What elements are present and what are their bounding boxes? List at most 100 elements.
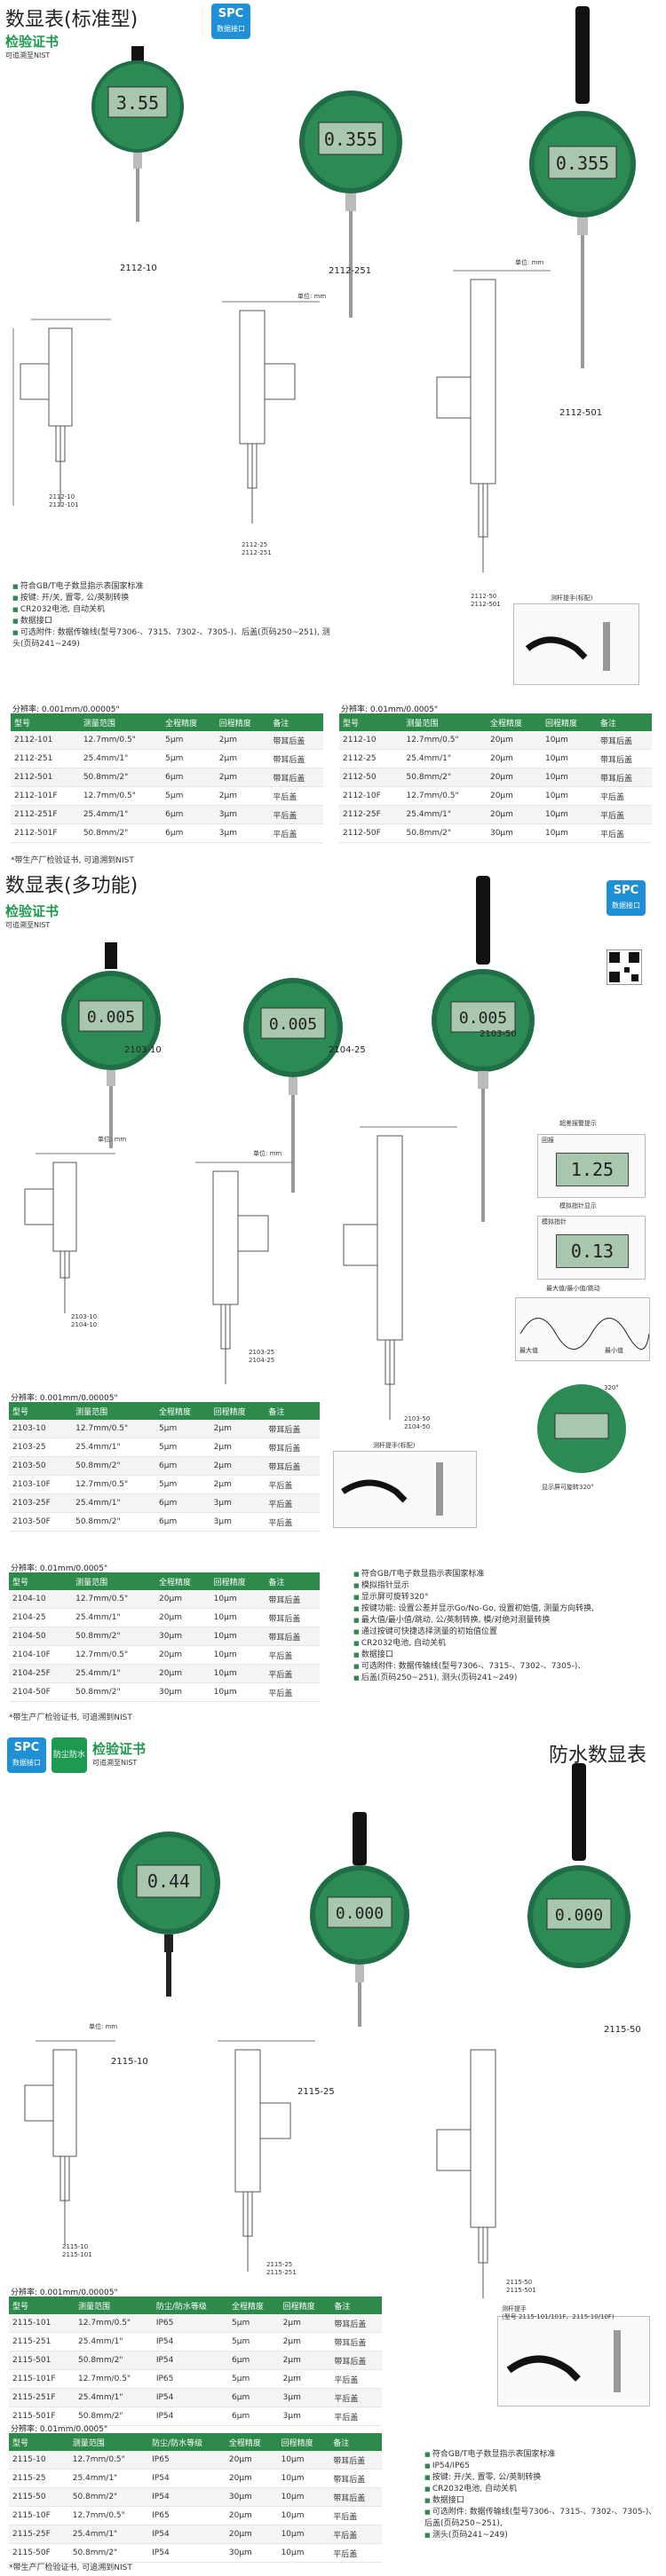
feature-item: 最大值/最小值/跳动, 公/英制转换, 模/对绝对测量转换 <box>353 1615 660 1627</box>
model-caption: 2115-10 <box>111 2057 148 2067</box>
lcd-reading: 0.000 <box>336 1904 384 1923</box>
drawing-2112-25 <box>222 301 320 524</box>
panel-label: 最大值 <box>519 1347 538 1354</box>
model-caption: 2112-501 <box>559 408 603 418</box>
feature-item: 符合GB/T电子数显指示表国家标准 <box>12 581 332 593</box>
col-header: 型号 <box>11 713 80 731</box>
spc-sub: 数据接口 <box>217 25 245 33</box>
lcd-reading: 1.25 <box>556 1153 629 1186</box>
table-cell: 50.8mm/2" <box>75 2407 153 2426</box>
gauge-2104-25: 0.005 <box>243 978 343 1193</box>
col-header: 回程精度 <box>541 713 597 731</box>
panel-title: 模拟指针显示 <box>559 1202 597 1209</box>
table-cell: 25.4mm/1" <box>72 1664 156 1683</box>
table-cell: 5μm <box>228 2332 280 2351</box>
lift-lever-image <box>497 2316 650 2407</box>
table-cell: 带耳后盖 <box>329 2487 382 2507</box>
col-header: 回程精度 <box>279 2296 331 2314</box>
table-cell: 带耳后盖 <box>265 1456 320 1476</box>
drawing-2115-50 <box>436 2049 496 2298</box>
table-cell: 带耳后盖 <box>265 1627 320 1646</box>
table-cell: 50.8mm/2" <box>402 768 487 787</box>
feature-item: 数据接口 <box>12 616 332 627</box>
drawing-caption: 2115-10 2115-101 <box>62 2243 92 2258</box>
col-header: 测量范围 <box>75 2296 153 2314</box>
drawing-caption: 2112-10 2112-101 <box>49 493 79 508</box>
table-cell: 12.7mm/0.5" <box>72 1475 156 1494</box>
table-cell: 2115-10F <box>9 2506 69 2525</box>
table-cell: 3μm <box>210 1512 266 1532</box>
feature-item: 按键功能: 设置公差并显示Go/No-Go, 设置初始值, 测量方向转换, <box>353 1603 660 1615</box>
table-cell: 6μm <box>155 1493 210 1513</box>
table-cell: 25.4mm/1" <box>402 749 487 768</box>
drawing-2103-50 <box>343 1126 457 1420</box>
feature-item: 显示屏可旋转320° <box>353 1592 660 1603</box>
gauge-2103-50: 0.005 <box>432 876 535 1222</box>
panel-title: 显示屏可旋转320° <box>542 1484 594 1491</box>
table-cell: 30μm <box>225 2543 278 2563</box>
col-header: 型号 <box>9 1402 73 1420</box>
feature-item: 后盖(页码250~251), 测头(页码241~249) <box>353 1673 660 1684</box>
table-cell: 2103-10 <box>9 1420 73 1438</box>
col-header: 备注 <box>265 1402 320 1420</box>
col-header: 测量范围 <box>68 2433 149 2451</box>
table-cell: 20μm <box>486 768 542 787</box>
lift-lever-caption: 测杆提手(标配) <box>551 595 593 602</box>
table-cell: 2103-50F <box>9 1512 73 1532</box>
col-header: 全程精度 <box>486 713 542 731</box>
table-cell: 2104-10F <box>9 1645 73 1665</box>
table-cell: 2112-501F <box>11 823 80 843</box>
gauge-2115-50: 0.000 <box>527 1763 630 1968</box>
table-cell: 12.7mm/0.5" <box>72 1420 156 1438</box>
table-cell: 10μm <box>210 1590 266 1609</box>
table-cell: 2112-25 <box>339 749 403 768</box>
lcd-reading: 0.355 <box>324 129 377 150</box>
table-cell: 2115-25F <box>9 2525 69 2544</box>
nist-sub: 可追溯至NIST <box>5 51 51 59</box>
table-title: 分辨率: 0.01mm/0.0005" <box>11 1564 108 1573</box>
table-cell: 10μm <box>541 786 597 806</box>
table-cell: 3μm <box>215 805 270 824</box>
lift-lever-icon <box>525 622 610 671</box>
unit-label: 单位: mm <box>515 259 544 266</box>
gauge-2112-501: 0.355 <box>529 6 636 368</box>
col-header: 测量范围 <box>72 1402 156 1420</box>
model-caption: 2115-50 <box>604 2025 641 2035</box>
table-cell: 50.8mm/2" <box>75 2351 153 2370</box>
spc-label: SPC <box>13 1741 40 1754</box>
table-cell: 2115-50F <box>9 2543 69 2563</box>
col-header: 全程精度 <box>155 1402 210 1420</box>
drawing-2115-10 <box>24 2040 115 2245</box>
table-cell: 2104-50 <box>9 1627 73 1646</box>
table-cell: 2112-101F <box>11 786 80 806</box>
table-cell: 平后盖 <box>330 2407 382 2426</box>
table-cell: 2112-251 <box>11 749 80 768</box>
table-cell: 2μm <box>215 731 270 750</box>
table-cell: 30μm <box>486 823 542 843</box>
spc-sub: 数据接口 <box>612 902 640 910</box>
drawing-2115-25 <box>218 2040 315 2272</box>
unit-label: 单位: mm <box>253 1150 282 1157</box>
nist-logo: 检验证书可追溯至NIST <box>5 32 66 66</box>
drawing-2112-10 <box>12 319 111 506</box>
table-cell: 50.8mm/2" <box>79 823 163 843</box>
table-cell: 50.8mm/2" <box>72 1512 156 1532</box>
table-cell: 10μm <box>277 2525 330 2544</box>
table-cell: 2115-101F <box>9 2369 75 2389</box>
feature-item: CR2032电池, 自动关机 <box>424 2484 657 2495</box>
nist-note: *带生产厂检验证书, 可追溯到NIST <box>11 856 134 865</box>
table-cell: 2μm <box>279 2369 331 2389</box>
table-cell: 带耳后盖 <box>265 1608 320 1627</box>
table-cell: 10μm <box>210 1664 266 1683</box>
table-cell: 20μm <box>155 1664 210 1683</box>
